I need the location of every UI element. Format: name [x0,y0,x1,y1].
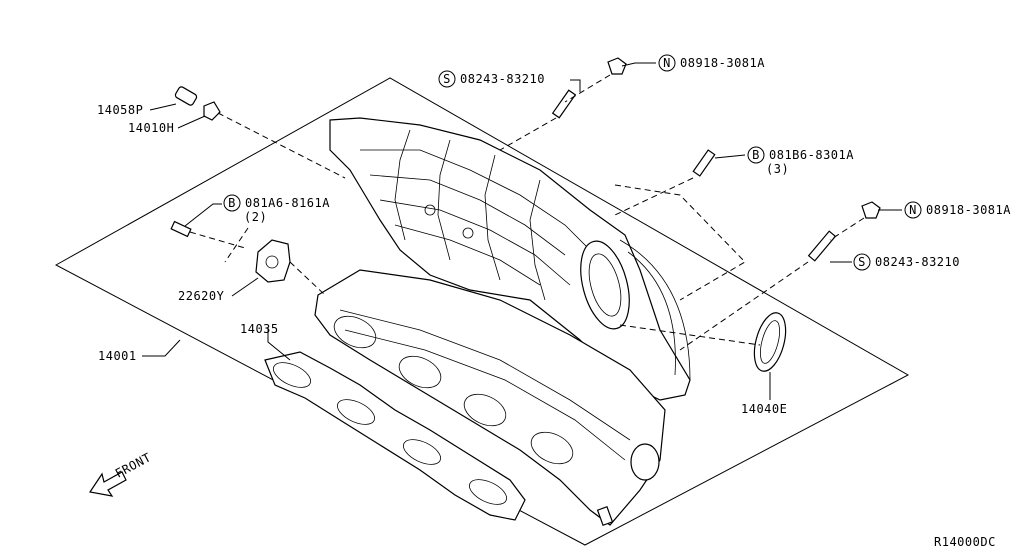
stud-08243-top [551,89,577,119]
label-s-right-code: 08243-83210 [875,255,960,269]
label-14035: 14035 [240,322,279,336]
label-14040E: 14040E [741,402,787,416]
front-arrow: FRONT [88,450,154,497]
intake-manifold-collector [329,117,691,401]
label-b-mid-code: 081B6-8301A [769,148,854,162]
svg-text:S: S [858,255,866,269]
throttle-flange [580,239,691,381]
badge-b-mid: B [747,146,765,164]
label-b-left-code: 081A6-8161A [245,196,330,210]
label-n-right-code: 08918-3081A [926,203,1011,217]
label-22620Y: 22620Y [178,289,225,303]
gasket-14040E [753,312,787,372]
svg-text:B: B [228,196,236,210]
label-s-top-code: 08243-83210 [460,72,545,86]
sensor-22620Y [255,239,291,283]
intake-manifold-runners [314,269,666,526]
part-14010H-shape [203,101,221,121]
svg-text:S: S [443,72,451,86]
label-front: FRONT [113,450,154,480]
nut-08918-right [861,201,881,219]
bolt-081B6 [692,149,716,177]
badge-n-right: N [904,201,922,219]
nut-08918-top [607,57,627,75]
badge-b-left: B [223,194,241,212]
svg-text:N: N [909,203,917,217]
badge-n-top: N [658,54,676,72]
alignment-lines [189,74,865,351]
stud-08243-right [807,230,837,262]
svg-text:N: N [663,56,671,70]
bolt-081A6 [170,220,192,238]
gasket-14035 [264,351,526,521]
badge-s-right: S [853,253,871,271]
svg-text:B: B [752,148,760,162]
label-b-left-qty: (2) [244,210,267,224]
part-14058P-shape [174,86,198,106]
label-14001: 14001 [98,349,137,363]
label-14058P: 14058P [97,103,143,117]
diagram-code: R14000DC [934,535,996,549]
badge-s-top: S [438,70,456,88]
label-n-top-code: 08918-3081A [680,56,765,70]
leader-lines [142,62,902,400]
label-b-mid-qty: (3) [766,162,789,176]
label-14010H: 14010H [128,121,174,135]
